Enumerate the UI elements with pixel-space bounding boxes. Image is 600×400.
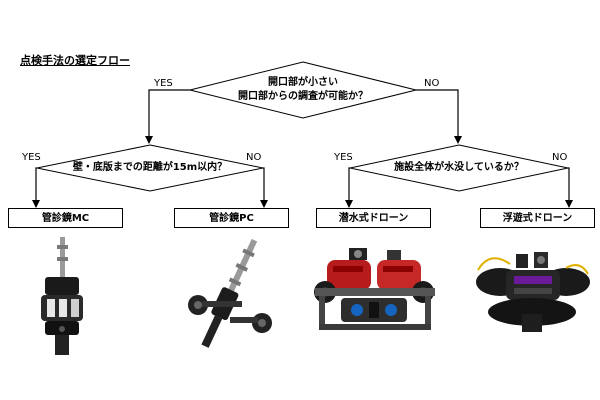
borescope-mc-photo (41, 237, 83, 355)
decision-diamond-distance (36, 144, 264, 192)
floating-drone-photo (476, 252, 590, 332)
decision-text-submerged: 施設全体が水没しているか？ (394, 162, 524, 173)
decision-diamond-submerged (349, 144, 569, 192)
connector-no-1 (416, 89, 462, 144)
decision-text-distance: 壁・底版までの距離が15m以内？ (72, 162, 228, 173)
connector-yes-2 (32, 167, 40, 208)
yes-label-3: YES (334, 152, 353, 163)
connector-yes-3 (345, 167, 353, 208)
decision-1-line-1: 開口部が小さい (268, 77, 338, 88)
no-label-2: NO (246, 152, 262, 163)
decision-1-line-2: 開口部からの調査が可能か？ (238, 91, 368, 102)
connector-no-2 (260, 167, 268, 208)
outcome-submersible-drone: 潜水式ドローン (316, 208, 431, 228)
no-label-1: NO (424, 78, 440, 89)
yes-label-1: YES (154, 78, 173, 89)
submersible-drone-photo (314, 248, 435, 330)
no-label-3: NO (552, 152, 568, 163)
connector-no-3 (565, 167, 573, 208)
flow-title: 点検手法の選定フロー (20, 54, 130, 67)
decision-text-opening: 開口部が小さい 開口部からの調査が可能か？ (203, 76, 403, 104)
outcome-borescope-pc: 管診鏡PC (174, 208, 289, 228)
connector-yes-1 (145, 89, 190, 144)
outcome-floating-drone: 浮遊式ドローン (480, 208, 595, 228)
yes-label-2: YES (22, 152, 41, 163)
decision-diamond-opening (189, 61, 417, 119)
outcome-borescope-mc: 管診鏡MC (8, 208, 123, 228)
borescope-pc-photo (188, 238, 272, 348)
